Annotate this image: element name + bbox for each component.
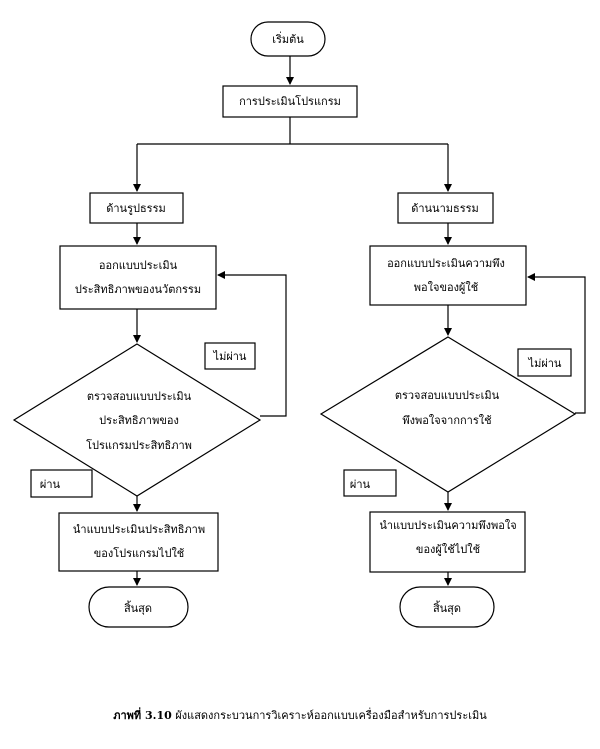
left-check-line-1: ตรวจสอบแบบประเมิน <box>87 390 192 403</box>
left-design-line-2: ประสิทธิภาพของนวัตกรรม <box>75 283 201 296</box>
right-design-box: ออกแบบประเมินความพึง พอใจของผู้ใช้ <box>369 245 527 306</box>
right-end-node: สิ้นสุด <box>399 586 495 628</box>
arrow-left-fail-loop <box>217 271 287 417</box>
start-label: เริ่มต้น <box>272 31 304 46</box>
left-end-node: สิ้นสุด <box>88 586 189 628</box>
right-branch-box: ด้านนามธรรม <box>397 192 494 224</box>
right-end-label: สิ้นสุด <box>433 600 461 615</box>
left-check-diamond: ตรวจสอบแบบประเมิน ประสิทธิภาพของ โปรแกรม… <box>12 343 262 497</box>
right-check-line-1: ตรวจสอบแบบประเมิน <box>395 389 500 402</box>
start-node: เริ่มต้น <box>250 21 326 57</box>
left-apply-line-1: นำแบบประเมินประสิทธิภาพ <box>73 523 205 536</box>
left-design-box: ออกแบบประเมิน ประสิทธิภาพของนวัตกรรม <box>59 245 217 310</box>
left-apply-line-2: ของโปรแกรมไปใช้ <box>94 546 185 560</box>
left-check-line-3: โปรแกรมประสิทธิภาพ <box>86 438 192 452</box>
left-pass-label-box: ผ่าน <box>30 469 93 498</box>
right-check-diamond: ตรวจสอบแบบประเมิน พึงพอใจจากการใช้ <box>319 336 577 493</box>
left-branch-label: ด้านรูปธรรม <box>106 202 166 215</box>
evaluate-program-box: การประเมินโปรแกรม <box>222 85 358 118</box>
figure-caption-text: ผังแสดงกระบวนการวิเคราะห์ออกแบบเครื่องมื… <box>175 709 487 722</box>
right-fail-label: ไม่ผ่าน <box>528 357 562 370</box>
right-branch-label: ด้านนามธรรม <box>411 202 479 215</box>
left-end-label: สิ้นสุด <box>124 600 152 615</box>
right-fail-label-box: ไม่ผ่าน <box>517 348 572 377</box>
right-apply-box: นำแบบประเมินความพึงพอใจ ของผู้ใช้ไปใช้ <box>369 511 526 573</box>
right-pass-label: ผ่าน <box>350 478 371 491</box>
figure-caption-label: ภาพที่ 3.10 <box>113 709 172 722</box>
arrow-right-fail-loop <box>527 273 586 414</box>
right-apply-line-1: นำแบบประเมินความพึงพอใจ <box>379 519 516 532</box>
left-fail-label-box: ไม่ผ่าน <box>204 342 256 370</box>
connectors <box>133 56 586 586</box>
right-apply-line-2: ของผู้ใช้ไปใช้ <box>416 543 480 556</box>
right-check-line-2: พึงพอใจจากการใช้ <box>402 414 491 427</box>
left-design-line-1: ออกแบบประเมิน <box>99 259 178 272</box>
evaluate-program-label: การประเมินโปรแกรม <box>239 94 341 108</box>
left-pass-label: ผ่าน <box>40 478 61 491</box>
right-design-line-1: ออกแบบประเมินความพึง <box>387 257 505 270</box>
left-branch-box: ด้านรูปธรรม <box>89 192 184 224</box>
right-design-line-2: พอใจของผู้ใช้ <box>414 281 478 294</box>
right-pass-label-box: ผ่าน <box>343 469 397 497</box>
left-apply-box: นำแบบประเมินประสิทธิภาพ ของโปรแกรมไปใช้ <box>58 512 219 572</box>
figure-caption: ภาพที่ 3.10 ผังแสดงกระบวนการวิเคราะห์ออก… <box>0 706 600 724</box>
left-check-line-2: ประสิทธิภาพของ <box>99 414 179 427</box>
left-fail-label: ไม่ผ่าน <box>213 350 247 363</box>
